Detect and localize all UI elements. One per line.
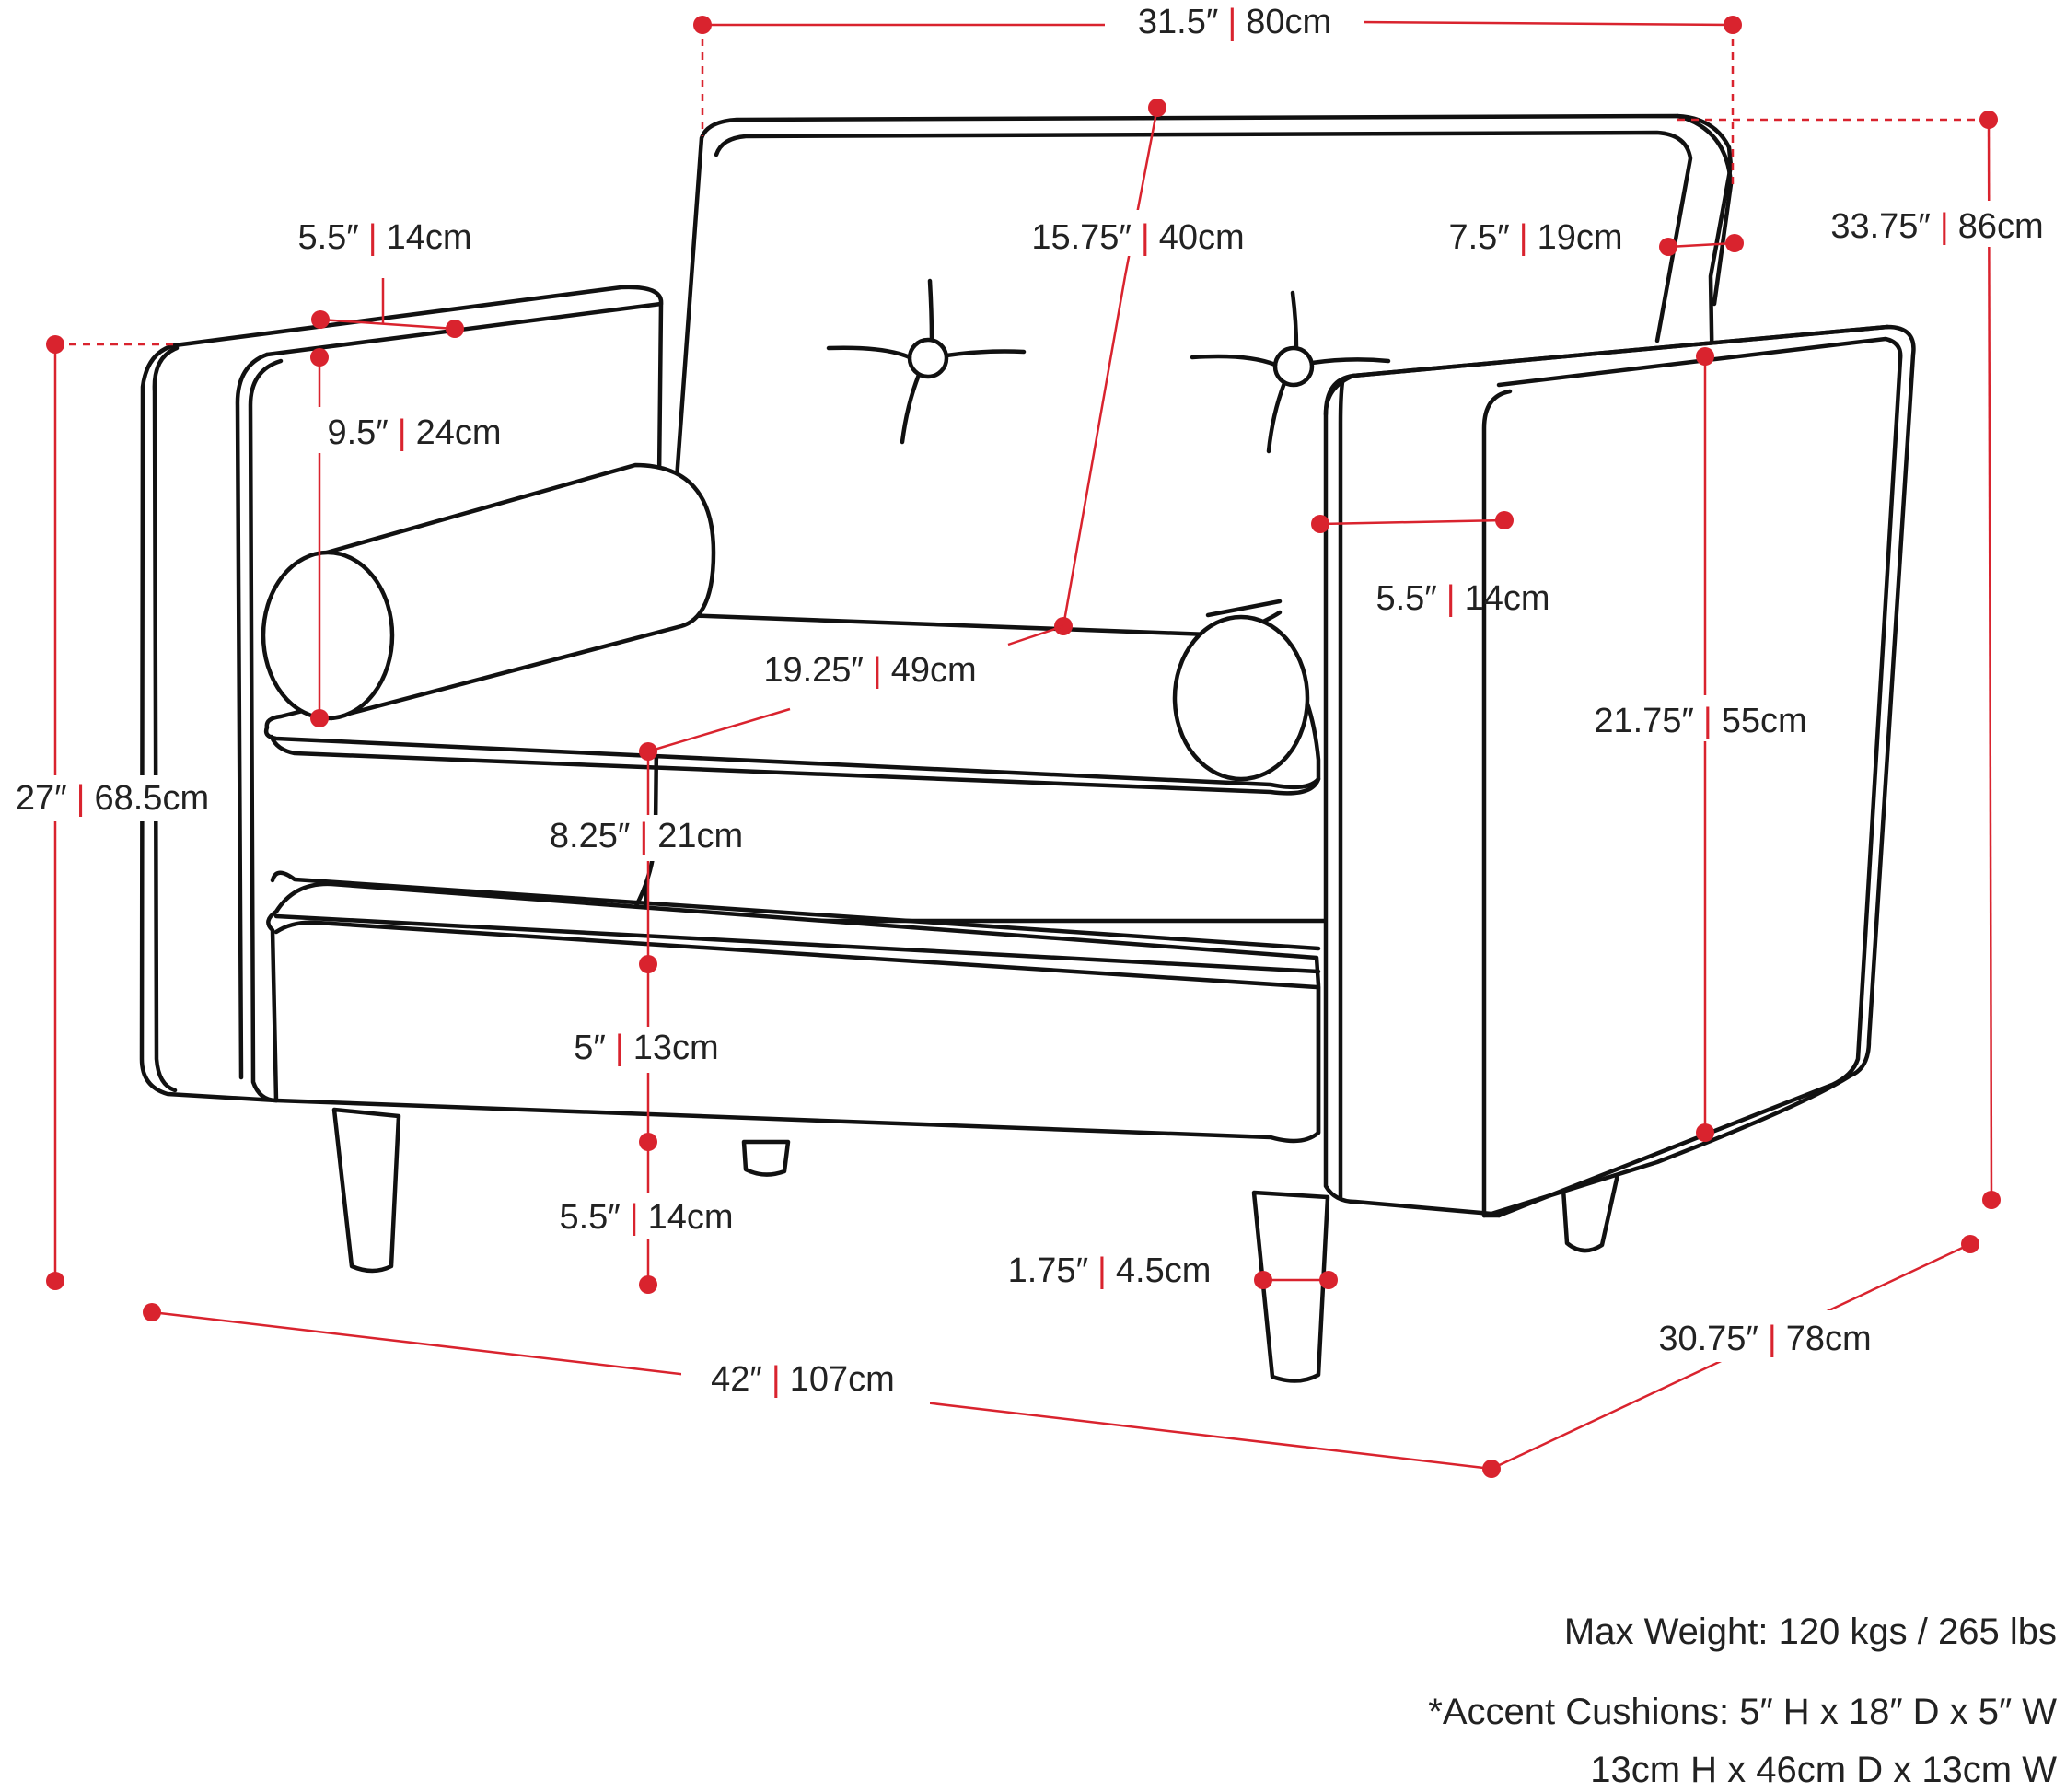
label-total-depth: 30.75″|78cm	[1658, 1320, 1871, 1358]
tufting-right	[1190, 290, 1391, 454]
right-bolster-cushion	[1172, 599, 1310, 782]
label-arm-side-height: 21.75″|55cm	[1594, 702, 1806, 740]
label-arm-height: 27″|68.5cm	[16, 779, 209, 818]
label-back-thickness: 7.5″|19cm	[1448, 218, 1622, 257]
label-base: 5″|13cm	[574, 1029, 718, 1067]
note-accent-cushions-cm: 13cm H x 46cm D x 13cm W	[1590, 1750, 2057, 1787]
label-leg-height: 5.5″|14cm	[559, 1198, 733, 1237]
front-leg-left	[331, 1107, 401, 1274]
spec-notes: Max Weight: 120 kgs / 265 lbs *Accent Cu…	[1428, 1612, 2057, 1790]
label-arm-inner-height: 9.5″|24cm	[327, 413, 501, 452]
right-arm	[1323, 324, 1916, 1218]
label-arm-width-left: 5.5″|14cm	[297, 218, 471, 257]
note-accent-cushions-inches: *Accent Cushions: 5″ H x 18″ D x 5″ W	[1428, 1692, 2057, 1732]
label-seat-cushion: 8.25″|21cm	[550, 817, 743, 855]
label-seat-depth: 19.25″|49cm	[763, 651, 976, 690]
label-arm-width-right: 5.5″|14cm	[1375, 579, 1550, 618]
left-bolster-cushion	[261, 462, 716, 721]
tufting-left	[826, 278, 1027, 445]
seat-base	[266, 870, 1321, 1144]
dimension-labels: 31.5″|80cm 15.75″|40cm 7.5″|19cm 33.75″|…	[15, 3, 2044, 1399]
label-total-height: 33.75″|86cm	[1830, 207, 2043, 246]
label-leg-width: 1.75″|4.5cm	[1008, 1251, 1212, 1290]
front-leg-right	[1251, 1190, 1330, 1383]
label-width-top: 31.5″|80cm	[1138, 3, 1331, 41]
back-leg-left	[741, 1139, 791, 1177]
note-max-weight: Max Weight: 120 kgs / 265 lbs	[1564, 1612, 2057, 1652]
armchair-drawing	[139, 113, 1916, 1383]
label-total-width: 42″|107cm	[711, 1360, 895, 1399]
label-back-height: 15.75″|40cm	[1031, 218, 1244, 257]
